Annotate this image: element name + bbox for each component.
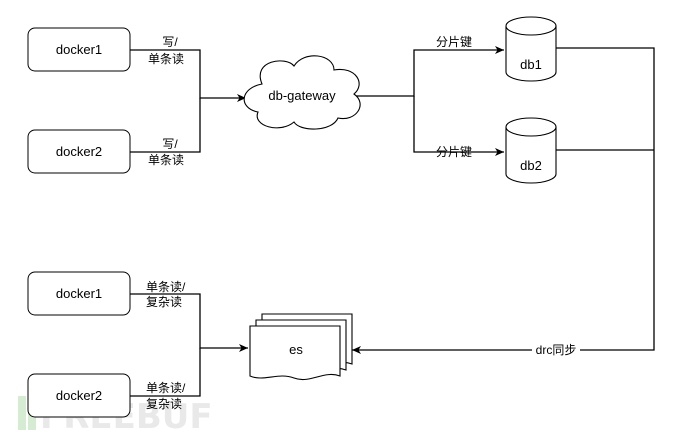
edge-label-docker1-bottom-2: 复杂读 — [146, 295, 182, 309]
edge-docker2-es — [130, 348, 201, 397]
sync-label-bg — [532, 342, 580, 357]
docker1-bottom-label: docker1 — [56, 286, 102, 301]
es-documents — [249, 313, 353, 380]
edge-label-docker1-bottom-1: 单条读/ — [146, 280, 186, 294]
gateway-label: db-gateway — [268, 88, 336, 103]
edge-label-sync: drc同步 — [536, 343, 577, 357]
edge-label-docker1-top-2: 单条读 — [148, 52, 184, 66]
docker1-top-label: docker1 — [56, 42, 102, 57]
edge-label-docker2-top-1: 写/ — [162, 137, 178, 151]
db2-label: db2 — [520, 158, 542, 173]
edge-label-docker2-bottom-2: 复杂读 — [146, 397, 182, 411]
edge-docker2-gateway — [130, 98, 201, 153]
gateway-cloud — [243, 55, 361, 130]
db1-cylinder — [505, 16, 557, 82]
es-label: es — [289, 342, 303, 357]
db1-label: db1 — [520, 57, 542, 72]
docker2-top-label: docker2 — [56, 144, 102, 159]
docker2-bottom-label: docker2 — [56, 388, 102, 403]
edge-label-shard-db2: 分片键 — [436, 145, 472, 159]
edge-label-docker2-top-2: 单条读 — [148, 153, 184, 167]
edge-label-docker1-top-1: 写/ — [162, 35, 178, 49]
edge-label-shard-db1: 分片键 — [436, 35, 472, 49]
edge-label-docker2-bottom-1: 单条读/ — [146, 381, 186, 395]
edge-gateway-db2 — [413, 96, 504, 156]
edge-docker1-gateway — [130, 49, 246, 102]
edge-db-es-sync — [352, 47, 655, 354]
db2-cylinder — [505, 117, 557, 184]
edge-gateway-db1 — [356, 46, 504, 97]
edge-docker1-es — [130, 293, 248, 352]
